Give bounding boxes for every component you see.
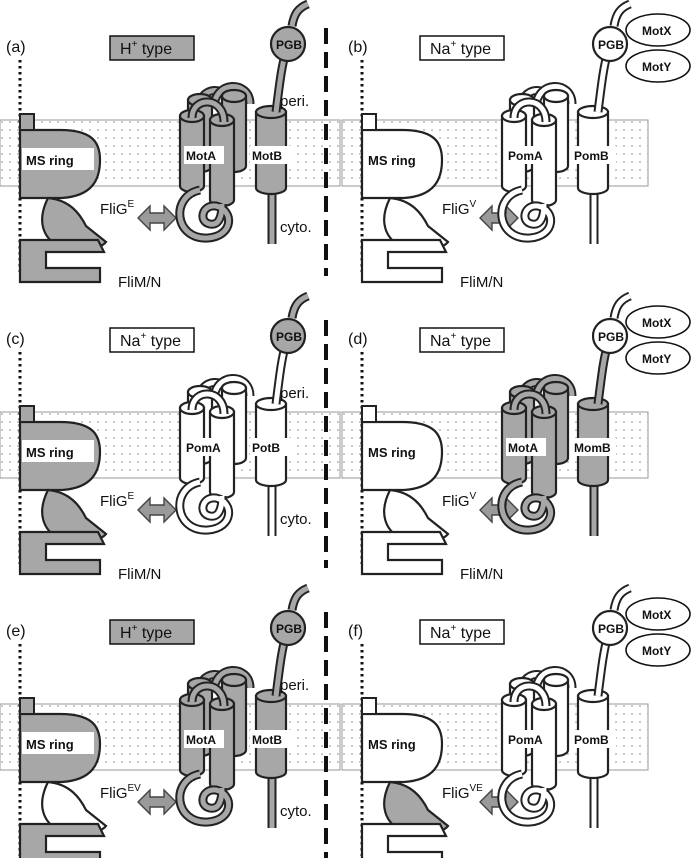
rotor-cap — [20, 114, 34, 130]
ion-type-label: Na+ type — [430, 39, 491, 58]
double-arrow-icon — [138, 206, 176, 230]
motx-label: MotX — [642, 608, 671, 622]
rotor-cap — [362, 406, 376, 422]
motx-label: MotX — [642, 316, 671, 330]
rotor-cap — [362, 698, 376, 714]
moty-label: MotY — [642, 352, 671, 366]
stator-b-label: PomB — [574, 149, 609, 163]
rotor-cap — [362, 114, 376, 130]
flim-label: FliM/N — [118, 274, 161, 291]
stator-b-label: PotB — [252, 441, 280, 455]
panel-e: MS ringFliGEVFliM/N(e)H+ typePGBMotAMotB… — [0, 588, 340, 858]
peri-label: peri. — [280, 677, 309, 694]
stator-a-label: MotA — [508, 441, 538, 455]
stator-a-label: MotA — [186, 149, 216, 163]
peri-label: peri. — [280, 385, 309, 402]
ms-ring-label: MS ring — [26, 445, 74, 460]
moty-label: MotY — [642, 644, 671, 658]
panel-f: MS ringFliGVEFliM/N(f)Na+ typePGBPomAPom… — [342, 588, 690, 858]
cyto-label: cyto. — [280, 511, 312, 528]
stator-b-label: MotB — [252, 149, 282, 163]
pgb-label: PGB — [276, 330, 302, 344]
pgb-label: PGB — [598, 38, 624, 52]
stator-a-label: PomA — [508, 149, 543, 163]
ion-type-label: H+ type — [120, 39, 172, 58]
flig-label: FliGE — [100, 199, 135, 218]
flim-label: FliM/N — [118, 566, 161, 583]
stator-a-label: PomA — [508, 733, 543, 747]
rotor-cap — [20, 406, 34, 422]
pgb-label: PGB — [598, 622, 624, 636]
flig-label: FliGV — [442, 199, 477, 218]
flim-n-shape — [362, 532, 446, 574]
pgb-label: PGB — [276, 38, 302, 52]
double-arrow-icon — [138, 790, 176, 814]
peri-label: peri. — [280, 93, 309, 110]
stator-b-label: MomB — [574, 441, 611, 455]
ms-ring-label: MS ring — [368, 153, 416, 168]
ion-type-label: Na+ type — [430, 331, 491, 350]
panel-tag: (c) — [6, 331, 25, 348]
flig-label: FliGVE — [442, 783, 483, 802]
flim-n-shape — [20, 532, 104, 574]
ion-type-label: Na+ type — [120, 331, 181, 350]
flim-label: FliM/N — [460, 274, 503, 291]
cyto-label: cyto. — [280, 219, 312, 236]
panel-tag: (d) — [348, 331, 368, 348]
cyto-label: cyto. — [280, 803, 312, 820]
flig-label: FliGV — [442, 491, 477, 510]
flig-label: FliGE — [100, 491, 135, 510]
flim-n-shape — [362, 824, 446, 858]
flig-label: FliGEV — [100, 783, 141, 802]
moty-label: MotY — [642, 60, 671, 74]
ms-ring-label: MS ring — [368, 445, 416, 460]
stator-b-label: PomB — [574, 733, 609, 747]
stator-a-label: PomA — [186, 441, 221, 455]
flim-label: FliM/N — [460, 566, 503, 583]
flim-n-shape — [20, 240, 104, 282]
stator-a-label: MotA — [186, 733, 216, 747]
flim-n-shape — [20, 824, 104, 858]
ion-type-label: Na+ type — [430, 623, 491, 642]
ms-ring-label: MS ring — [26, 153, 74, 168]
pgb-label: PGB — [598, 330, 624, 344]
ion-type-label: H+ type — [120, 623, 172, 642]
double-arrow-icon — [138, 498, 176, 522]
panel-tag: (f) — [348, 623, 363, 640]
ms-ring-label: MS ring — [26, 737, 74, 752]
panel-tag: (e) — [6, 623, 26, 640]
panel-tag: (a) — [6, 39, 26, 56]
stator-b-label: MotB — [252, 733, 282, 747]
motx-label: MotX — [642, 24, 671, 38]
ms-ring-label: MS ring — [368, 737, 416, 752]
panel-tag: (b) — [348, 39, 368, 56]
rotor-cap — [20, 698, 34, 714]
pgb-label: PGB — [276, 622, 302, 636]
flim-n-shape — [362, 240, 446, 282]
